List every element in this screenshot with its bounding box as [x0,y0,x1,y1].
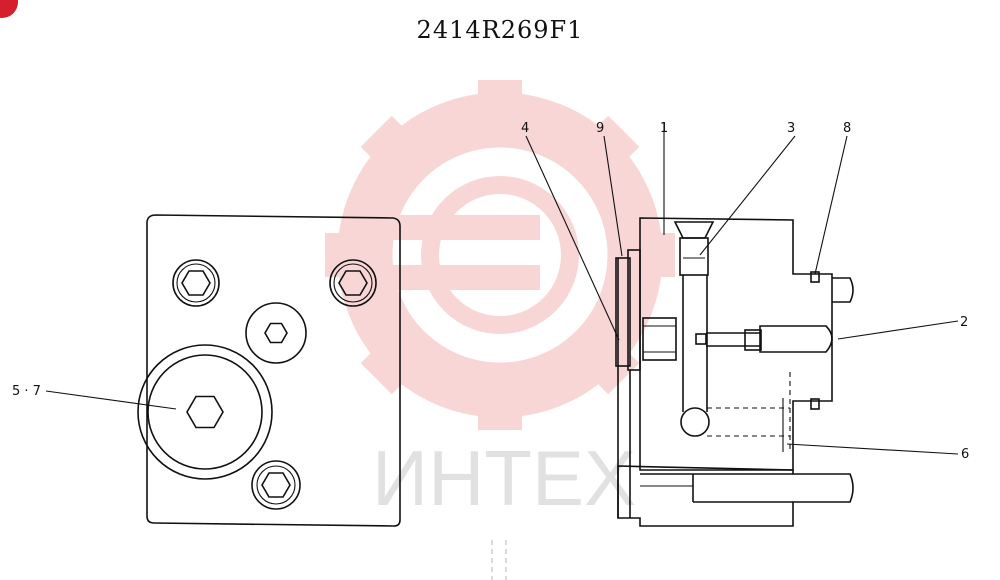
callout-2: 2 [960,315,968,330]
plug-3 [679,237,709,276]
body-outline [639,217,833,471]
callout-5-7: 5 · 7 [12,384,41,399]
callout-8: 8 [843,121,851,136]
callout-1: 1 [660,121,668,136]
callout-3: 3 [787,121,795,136]
corner-badge [0,0,18,18]
callout-4: 4 [521,121,529,136]
callout-6: 6 [961,447,969,462]
callout-9: 9 [596,121,604,136]
leader-lines [45,122,959,455]
hex-bolt-top-left [172,259,220,307]
front-plate-outline [146,214,401,527]
front-plate-side [627,249,641,371]
plug-small [245,302,307,364]
pin-2 [759,325,833,353]
hex-bolt-bottom [251,460,301,510]
passage-end [680,407,710,437]
side-view [615,217,854,527]
bolt-head-4 [642,317,677,361]
watermark-text: ИНТЕХ [372,434,636,522]
front-view [137,214,401,527]
watermark-logo-icon [325,80,675,430]
guide-plate [617,465,854,527]
hex-bolt-top-right [329,259,377,307]
plug-large [137,344,273,480]
part-number-title: 2414R269F1 [416,16,584,44]
